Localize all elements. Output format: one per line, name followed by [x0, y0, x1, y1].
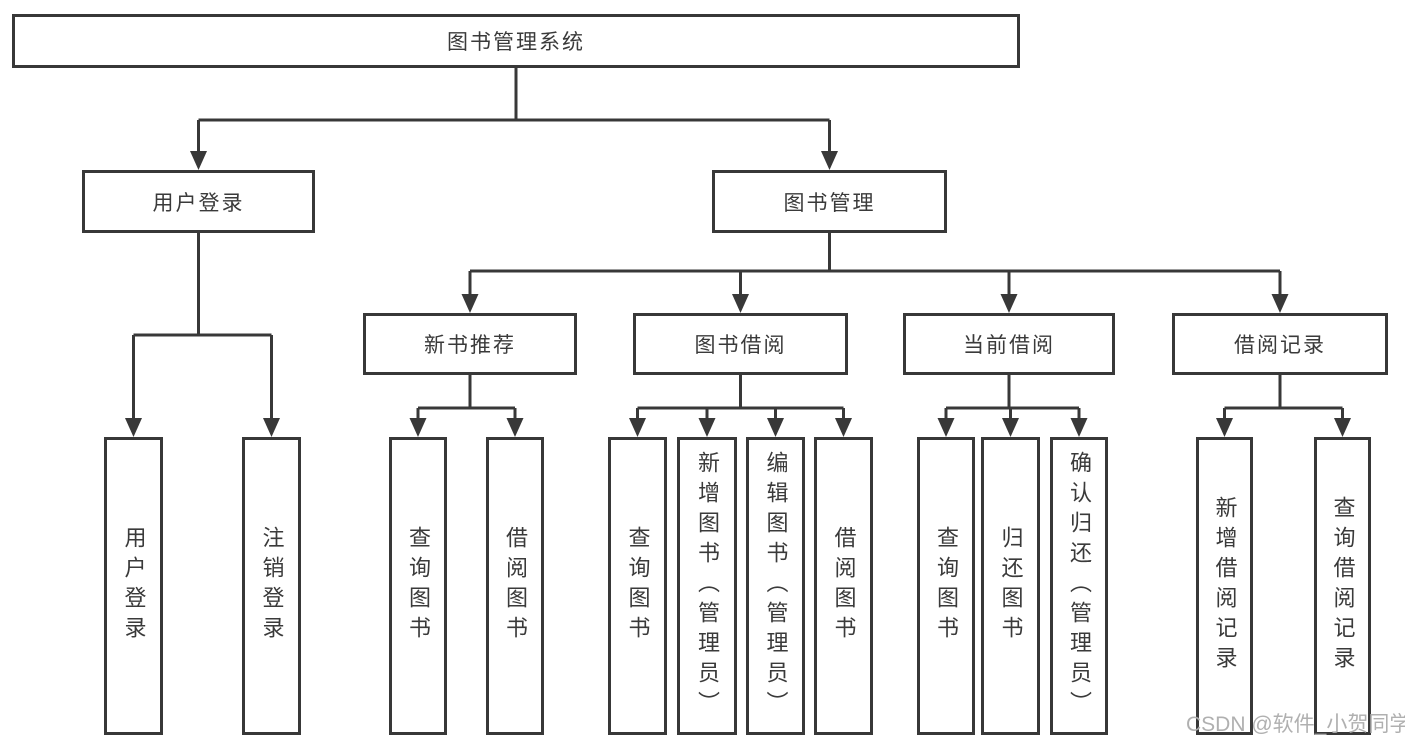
- leaf-edit-books-admin: 编辑图书（管理员）: [746, 437, 805, 735]
- node-book-borrow: 图书借阅: [633, 313, 848, 375]
- node-label: 新增图书（管理员）: [695, 451, 720, 721]
- node-label: 编辑图书（管理员）: [763, 451, 789, 721]
- node-label: 借阅图书: [503, 526, 528, 646]
- leaf-add-books-admin: 新增图书（管理员）: [677, 437, 737, 735]
- csdn-watermark: CSDN @软件_小贺同学: [1186, 713, 1405, 736]
- leaf-confirm-return-admin: 确认归还（管理员）: [1050, 437, 1108, 735]
- node-label: 查询图书: [406, 526, 431, 646]
- leaf-query-books-borrow: 查询图书: [608, 437, 667, 735]
- node-user-login: 用户登录: [82, 170, 315, 233]
- node-label: 借阅图书: [831, 526, 857, 646]
- node-current-borrow: 当前借阅: [903, 313, 1115, 375]
- node-new-book-recommend: 新书推荐: [363, 313, 577, 375]
- node-label: 查询图书: [625, 526, 651, 646]
- node-label: 新书推荐: [424, 334, 516, 357]
- connector-book-borrow-to-leaves: [629, 375, 852, 437]
- node-library-management-system: 图书管理系统: [12, 14, 1020, 68]
- node-label: 用户登录: [152, 191, 245, 215]
- node-label: 图书借阅: [694, 334, 787, 357]
- connector-book-management-to-level3: [461, 233, 1289, 313]
- leaf-add-borrow-record: 新增借阅记录: [1196, 437, 1253, 735]
- leaf-query-books-recommend: 查询图书: [389, 437, 447, 735]
- leaf-user-login: 用户登录: [104, 437, 163, 735]
- node-label: 新增借阅记录: [1212, 496, 1238, 676]
- leaf-query-borrow-record: 查询借阅记录: [1314, 437, 1371, 735]
- node-label: 借阅记录: [1234, 334, 1326, 357]
- node-label: 当前借阅: [963, 334, 1055, 357]
- leaf-query-books-current: 查询图书: [917, 437, 975, 735]
- connector-borrow-records-to-leaves: [1216, 375, 1351, 437]
- connector-root-to-level2: [190, 68, 838, 170]
- node-borrow-records: 借阅记录: [1172, 313, 1388, 375]
- node-label: 查询图书: [934, 526, 959, 646]
- node-label: 用户登录: [121, 526, 147, 646]
- leaf-return-books: 归还图书: [981, 437, 1040, 735]
- leaf-borrow-books: 借阅图书: [814, 437, 873, 735]
- node-label: 注销登录: [259, 526, 285, 646]
- node-label: 确认归还（管理员）: [1067, 451, 1092, 721]
- node-book-management: 图书管理: [712, 170, 947, 233]
- node-label: 查询借阅记录: [1330, 496, 1356, 676]
- leaf-borrow-books-recommend: 借阅图书: [486, 437, 544, 735]
- connector-new-book-recommend-to-leaves: [409, 375, 524, 437]
- leaf-logout: 注销登录: [242, 437, 301, 735]
- connector-user-login-to-leaves: [125, 233, 280, 437]
- node-label: 图书管理: [783, 191, 876, 215]
- connector-current-borrow-to-leaves: [937, 375, 1088, 437]
- node-label: 图书管理系统: [447, 31, 585, 54]
- node-label: 归还图书: [998, 526, 1024, 646]
